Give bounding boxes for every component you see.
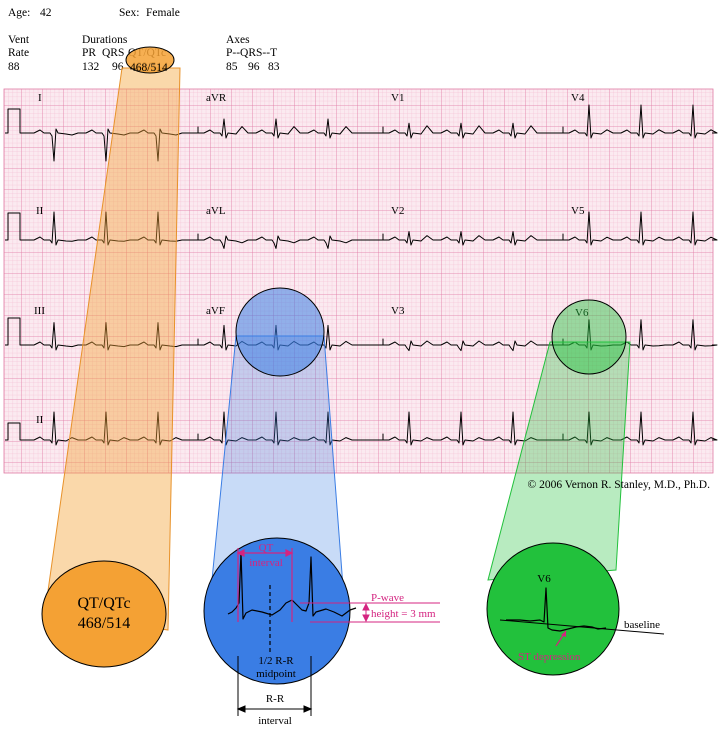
v6-zoom-label: V6 bbox=[537, 573, 551, 585]
lead-label-iii: III bbox=[34, 305, 45, 317]
qt-circle-label: QT/QTc bbox=[77, 595, 130, 612]
qt-circle-value: 468/514 bbox=[78, 615, 130, 632]
lead-label-v2: V2 bbox=[391, 205, 404, 217]
rr-label-1: R-R bbox=[266, 693, 285, 705]
rr-interval-marker bbox=[236, 656, 313, 716]
qrs-label: QRS bbox=[102, 47, 125, 59]
pwave-height-marker bbox=[300, 602, 440, 623]
avf-zoom-source bbox=[235, 287, 325, 377]
lead-label-v4: V4 bbox=[571, 92, 585, 104]
qt-value-overlay: 468/514 bbox=[130, 62, 168, 74]
sex-value: Female bbox=[146, 7, 180, 19]
lead-label-ii-rhythm: II bbox=[36, 414, 44, 426]
rate-label: Rate bbox=[8, 47, 30, 59]
pwave-label-1: P-wave bbox=[371, 592, 404, 604]
baseline-label: baseline bbox=[624, 619, 660, 631]
qt-interval-label-1: QT bbox=[259, 542, 274, 554]
v6-zoom-circle bbox=[486, 542, 620, 676]
axes-sublabels: P--QRS--T bbox=[226, 47, 278, 59]
v6-callout-beam bbox=[487, 341, 631, 581]
axes-label: Axes bbox=[226, 34, 250, 46]
st-depression-label: ST depression bbox=[518, 651, 581, 663]
lead-label-avr: aVR bbox=[206, 92, 227, 104]
copyright-notice: © 2006 Vernon R. Stanley, M.D., Ph.D. bbox=[527, 479, 710, 491]
t-axis-value: 83 bbox=[268, 61, 280, 73]
p-axis-value: 85 bbox=[226, 61, 238, 73]
midpoint-label-2: midpoint bbox=[256, 668, 296, 680]
v6-zoom-trace bbox=[506, 587, 607, 632]
lead-label-v1: V1 bbox=[391, 92, 404, 104]
ecg-trace-row2 bbox=[5, 211, 718, 249]
age-value: 42 bbox=[40, 7, 52, 19]
midpoint-label-1: 1/2 R-R bbox=[258, 655, 294, 667]
qrs-axis-value: 96 bbox=[248, 61, 260, 73]
age-label: Age: bbox=[8, 7, 31, 19]
ecg-trace-row4 bbox=[5, 411, 718, 446]
lead-label-v6: V6 bbox=[575, 307, 589, 319]
durations-label: Durations bbox=[82, 34, 128, 46]
v6-zoom-source bbox=[551, 299, 627, 375]
pwave-label-2: height = 3 mm bbox=[371, 608, 436, 620]
qrs-value: 96 bbox=[112, 61, 124, 73]
vent-label: Vent bbox=[8, 34, 30, 46]
lead-label-avf: aVF bbox=[206, 305, 225, 317]
lead-label-i: I bbox=[38, 92, 42, 104]
rate-value: 88 bbox=[8, 61, 20, 73]
qt-interval-marker bbox=[236, 548, 294, 622]
lead-label-v5: V5 bbox=[571, 205, 585, 217]
st-depression-arrowhead bbox=[561, 631, 566, 637]
qt-qtc-circle bbox=[41, 560, 167, 668]
lead-label-avl: aVL bbox=[206, 205, 226, 217]
qt-value-highlight bbox=[125, 46, 175, 74]
ecg-trace-row1 bbox=[5, 104, 718, 162]
baseline-line bbox=[499, 619, 665, 635]
ecg-grid-border bbox=[3, 88, 714, 474]
pr-value: 132 bbox=[82, 61, 100, 73]
lead-label-ii: II bbox=[36, 205, 44, 217]
ecg-grid bbox=[4, 89, 713, 473]
ecg-trace-row3 bbox=[5, 317, 718, 352]
pr-label: PR bbox=[82, 47, 97, 59]
lead-label-v3: V3 bbox=[391, 305, 405, 317]
qt-interval-label-2: interval bbox=[249, 557, 283, 569]
rr-label-2: interval bbox=[258, 715, 292, 727]
sex-label: Sex: bbox=[119, 7, 140, 19]
